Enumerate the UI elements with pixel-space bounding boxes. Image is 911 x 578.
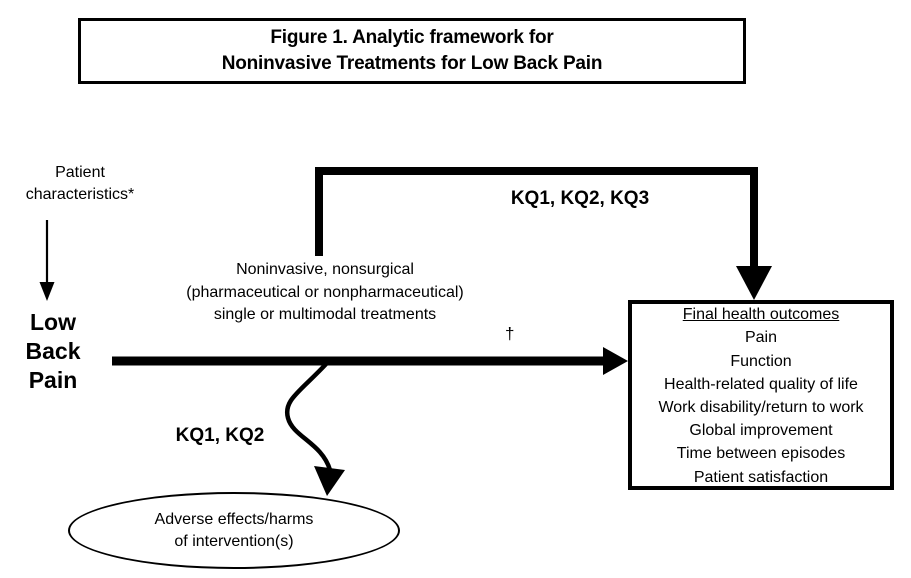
figure-title-line-1: Figure 1. Analytic framework for [270, 27, 554, 49]
intervention-line-1: Noninvasive, nonsurgical [236, 261, 414, 278]
harms-line-1: Adverse effects/harms [154, 510, 314, 528]
outcomes-heading: Final health outcomes [682, 306, 840, 324]
population-label-low-back-pain: Low Back Pain [0, 308, 106, 394]
patient-characteristics-label: Patient characteristics* [0, 162, 160, 205]
population-label-line-1: Low [30, 309, 76, 335]
final-health-outcomes-box: Final health outcomes Pain Function Heal… [628, 300, 894, 490]
harms-line-2: of intervention(s) [174, 532, 294, 550]
figure-title-box: Figure 1. Analytic framework for Noninva… [78, 18, 746, 84]
outcome-item: Global improvement [689, 422, 833, 440]
outcome-item: Health-related quality of life [664, 375, 858, 393]
key-questions-harms-label: KQ1, KQ2 [175, 425, 265, 446]
outcome-item: Pain [744, 329, 778, 347]
intervention-description: Noninvasive, nonsurgical (pharmaceutical… [130, 259, 520, 327]
patient-characteristics-line-2: characteristics* [25, 185, 135, 203]
arrow-population-to-outcomes [112, 347, 628, 375]
population-label-line-3: Pain [28, 366, 78, 393]
outcome-item: Work disability/return to work [658, 399, 864, 416]
intervention-line-2: (pharmaceutical or nonpharmaceutical) [186, 283, 464, 301]
adverse-effects-ellipse: Adverse effects/harms of intervention(s) [68, 492, 400, 569]
population-label-line-2: Back [25, 337, 81, 364]
dagger-footnote-marker: † [505, 324, 515, 343]
figure-title-line-2: Noninvasive Treatments for Low Back Pain [221, 53, 603, 74]
key-questions-feedback-label: KQ1, KQ2, KQ3 [510, 188, 650, 209]
outcome-item: Time between episodes [676, 445, 846, 463]
intervention-line-3: single or multimodal treatments [213, 306, 437, 324]
outcome-item: Patient satisfaction [693, 468, 829, 486]
figure-title: Figure 1. Analytic framework for Noninva… [222, 25, 603, 76]
outcome-item: Function [730, 352, 792, 370]
patient-characteristics-line-1: Patient [55, 164, 105, 181]
arrow-patient-characteristics-to-population [39, 220, 55, 301]
